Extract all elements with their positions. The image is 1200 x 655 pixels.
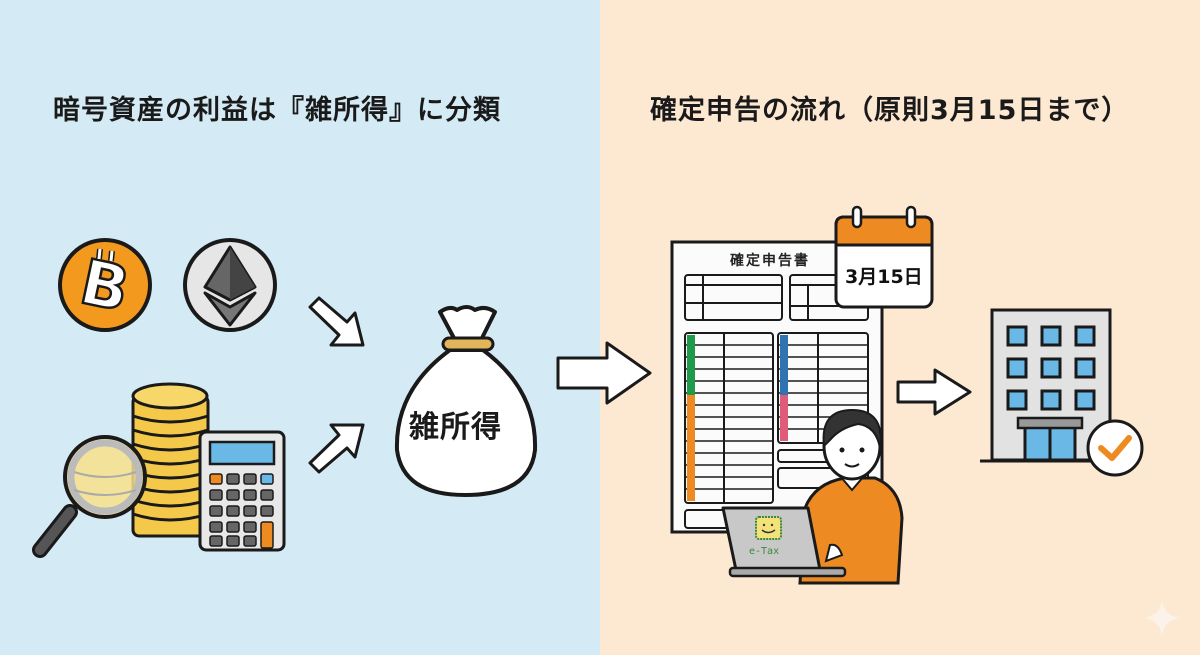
tax-office-building-icon (980, 308, 1118, 463)
arrow-icon (308, 423, 365, 474)
person-icon (798, 408, 904, 585)
checkmark-icon (1086, 419, 1144, 477)
calendar-date: 3月15日 (845, 266, 923, 288)
calculator-icon (198, 430, 286, 552)
form-title: 確定申告書 (730, 253, 810, 269)
left-title: 暗号資産の利益は『雑所得』に分類 (53, 95, 501, 126)
magnifying-glass-icon (32, 435, 147, 558)
money-bag-icon (394, 305, 538, 498)
coin-stack-icon (131, 382, 210, 538)
arrow-icon (896, 368, 972, 416)
ethereum-coin-icon (183, 238, 277, 332)
sparkle-icon (1144, 600, 1180, 636)
arrow-icon (556, 341, 652, 405)
bag-label: 雑所得 (409, 410, 502, 445)
laptop-icon (721, 506, 847, 578)
right-title: 確定申告の流れ（原則3月15日まで） (650, 95, 1130, 126)
bitcoin-coin-icon: B (58, 238, 152, 332)
calendar-icon (834, 205, 934, 309)
arrow-icon (308, 296, 365, 347)
etax-label: e-Tax (749, 546, 780, 557)
